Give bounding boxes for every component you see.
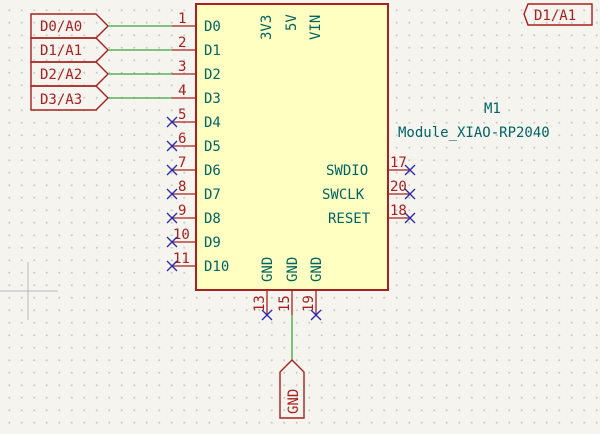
net-label-d2-a2[interactable]: D2/A2 <box>30 61 109 87</box>
pin-name: VIN <box>308 15 324 40</box>
left-pins: 1 2 3 4 5 6 7 8 9 10 11 D0 D1 D2 D3 D4 D… <box>172 11 229 275</box>
pin-name: SWCLK <box>322 187 365 203</box>
net-label-d1-a1[interactable]: D1/A1 <box>30 37 109 63</box>
no-connect-icon[interactable] <box>404 212 416 224</box>
no-connect-icon[interactable] <box>166 188 178 200</box>
net-label-d0-a0[interactable]: D0/A0 <box>30 13 109 39</box>
no-connect-icon[interactable] <box>404 188 416 200</box>
pin-number: 9 <box>178 203 186 219</box>
pin-number: 18 <box>390 203 407 219</box>
pin-number: 17 <box>390 155 407 171</box>
pin-name: D10 <box>204 259 229 275</box>
pin-name: SWDIO <box>326 163 368 179</box>
right-pins: SWDIO SWCLK RESET 17 20 18 <box>322 155 416 227</box>
no-connect-icon[interactable] <box>166 140 178 152</box>
pin-name: 3V3 <box>259 15 275 40</box>
pin-name: D1 <box>204 43 221 59</box>
net-label-d1-a1-right[interactable]: D1/A1 <box>523 3 593 26</box>
bottom-pins: GND GND GND 13 15 19 <box>252 257 325 321</box>
power-label-gnd[interactable]: GND <box>279 359 305 419</box>
power-label-text: GND <box>286 389 302 414</box>
no-connect-icon[interactable] <box>166 116 178 128</box>
component-reference[interactable]: M1 <box>484 101 501 117</box>
pin-name: RESET <box>328 211 371 227</box>
pin-number: 2 <box>178 35 186 51</box>
no-connect-icon[interactable] <box>261 309 273 321</box>
net-label-text: D2/A2 <box>40 67 82 83</box>
pin-name: D9 <box>204 235 221 251</box>
no-connect-icon[interactable] <box>310 309 322 321</box>
pin-number: 20 <box>390 179 407 195</box>
pin-name: 5V <box>284 14 300 31</box>
no-connect-icon[interactable] <box>166 260 178 272</box>
net-label-text: D0/A0 <box>40 19 82 35</box>
pin-name: D8 <box>204 211 221 227</box>
pin-number: 6 <box>178 131 186 147</box>
pin-name: GND <box>309 257 325 282</box>
pin-number: 5 <box>178 107 186 123</box>
pin-number: 15 <box>277 295 293 312</box>
pin-number: 13 <box>252 295 268 312</box>
no-connect-icon[interactable] <box>166 236 178 248</box>
net-label-d3-a3[interactable]: D3/A3 <box>30 85 109 111</box>
no-connect-icon[interactable] <box>404 164 416 176</box>
pin-name: D5 <box>204 139 221 155</box>
pin-number: 1 <box>178 11 186 27</box>
pin-number: 4 <box>178 83 186 99</box>
no-connect-icon[interactable] <box>166 164 178 176</box>
pin-number: 10 <box>173 227 190 243</box>
wires <box>108 25 293 360</box>
component-body[interactable] <box>195 3 389 291</box>
pin-number: 8 <box>178 179 186 195</box>
top-pins: 3V3 5V VIN <box>259 14 324 40</box>
cursor-crosshair-icon <box>0 262 58 320</box>
pin-name: GND <box>285 257 301 282</box>
pin-name: GND <box>260 257 276 282</box>
pin-name: D0 <box>204 19 221 35</box>
pin-number: 7 <box>178 155 186 171</box>
pin-name: D2 <box>204 67 221 83</box>
pin-name: D7 <box>204 187 221 203</box>
pin-number: 11 <box>173 251 190 267</box>
net-label-text: D3/A3 <box>40 92 82 108</box>
net-label-text: D1/A1 <box>40 43 82 59</box>
pin-name: D3 <box>204 91 221 107</box>
pin-name: D6 <box>204 163 221 179</box>
no-connect-icon[interactable] <box>166 212 178 224</box>
component-xiao-rp2040[interactable] <box>195 3 389 291</box>
pin-number: 19 <box>301 295 317 312</box>
pin-name: D4 <box>204 115 221 131</box>
net-label-text: D1/A1 <box>534 8 576 24</box>
no-connect-flags-left <box>166 116 178 272</box>
component-value[interactable]: Module_XIAO-RP2040 <box>398 125 550 141</box>
pin-number: 3 <box>178 59 186 75</box>
